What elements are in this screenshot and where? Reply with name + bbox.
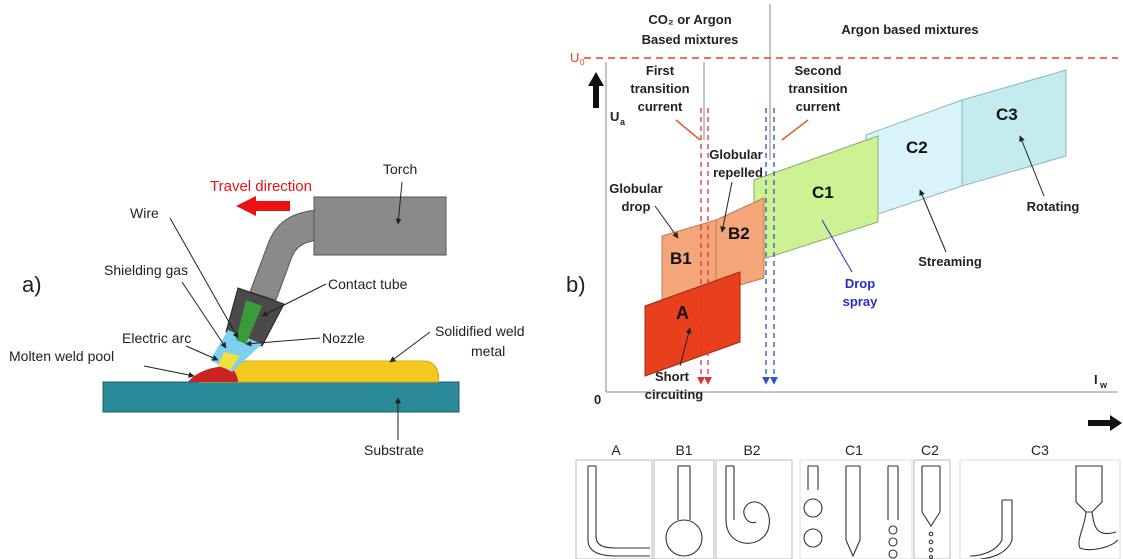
header-left-line2: Based mixtures — [642, 32, 739, 47]
globular-drop-leader — [654, 205, 679, 239]
short-circuit-text-2: circuiting — [645, 387, 704, 402]
region-c2 — [865, 99, 963, 219]
panel-b-label: b) — [566, 272, 586, 297]
first-transition-text-1: First — [646, 63, 675, 78]
first-transition-text-2: transition — [630, 81, 689, 96]
torch-handle — [313, 196, 447, 256]
streaming-text: Streaming — [918, 254, 982, 269]
region-b2-label: B2 — [728, 224, 750, 243]
strip-label-c1: C1 — [845, 442, 863, 458]
strip-frame-c2 — [913, 459, 951, 559]
ua-arrow — [588, 72, 604, 108]
short-circuit-leader — [679, 327, 692, 367]
strip-frame-b2 — [715, 459, 793, 559]
nozzle-label: Nozzle — [322, 330, 365, 346]
strip-frame-c1 — [799, 459, 913, 559]
second-transition-leader — [781, 119, 809, 141]
strip-label-c3: C3 — [1031, 442, 1049, 458]
torch-label: Torch — [383, 161, 417, 177]
contact-tube-label: Contact tube — [328, 276, 408, 292]
substrate — [102, 381, 460, 413]
contact-tube-leader — [261, 283, 327, 317]
u0-label: U — [570, 50, 579, 65]
strip-label-b1: B1 — [675, 442, 692, 458]
rotating-text: Rotating — [1027, 199, 1080, 214]
travel-direction-arrow — [236, 196, 290, 216]
rotating-leader — [1019, 135, 1045, 197]
droplet-sketch-b1 — [665, 465, 703, 557]
globular-repelled-leader — [720, 181, 733, 233]
solidified-leader — [389, 331, 431, 363]
region-c3 — [961, 69, 1067, 187]
electric-arc — [218, 352, 240, 370]
molten-weld-pool-label: Molten weld pool — [9, 348, 114, 364]
electric-arc-label: Electric arc — [122, 330, 191, 346]
ua-sub: a — [620, 117, 626, 127]
strip-label-b2: B2 — [743, 442, 760, 458]
region-c1-label: C1 — [812, 183, 834, 202]
second-transition-text-1: Second — [795, 63, 842, 78]
strip-label-c2: C2 — [921, 442, 939, 458]
region-b1-label: B1 — [670, 249, 692, 268]
globular-repelled-text-2: repelled — [713, 165, 763, 180]
torch-neck — [249, 209, 319, 301]
strip-label-a: A — [611, 442, 621, 458]
header-left-line1: CO₂ or Argon — [648, 12, 731, 27]
solidified-label-line2: metal — [471, 343, 505, 359]
region-a-label: A — [676, 303, 689, 323]
iw-sub: w — [1099, 380, 1108, 390]
streaming-leader — [919, 189, 947, 253]
u0-sub: 0 — [580, 58, 585, 67]
header-right: Argon based mixtures — [841, 22, 978, 37]
region-b2 — [715, 197, 765, 293]
iw-arrow — [1088, 415, 1122, 431]
origin-label: 0 — [594, 392, 601, 407]
shielding-gas-leader — [181, 281, 227, 349]
wire-leader — [169, 217, 239, 339]
droplet-strip: A B1 B2 C1 C2 C3 — [575, 442, 1121, 559]
region-c3-label: C3 — [996, 105, 1018, 124]
travel-direction-label: Travel direction — [210, 178, 312, 195]
short-circuit-text-1: Short — [655, 369, 690, 384]
panel-a: a) Travel direction Torch Wire Shielding… — [9, 161, 525, 458]
strip-frame-c3 — [959, 459, 1121, 559]
droplet-sketch-b2 — [725, 465, 770, 544]
molten-weld-pool-leader — [143, 365, 195, 378]
region-c2-label: C2 — [906, 138, 928, 157]
droplet-sketch-c1 — [803, 465, 899, 559]
substrate-label: Substrate — [364, 442, 424, 458]
drop-spray-text-2: spray — [843, 294, 878, 309]
droplet-sketch-c3 — [969, 465, 1119, 559]
contact-tube — [236, 300, 262, 344]
ua-label: U — [610, 109, 619, 124]
second-transition-text-2: transition — [788, 81, 847, 96]
first-transition-text-3: current — [638, 99, 683, 114]
globular-drop-text-1: Globular — [609, 181, 662, 196]
drop-spray-text-1: Drop — [845, 276, 875, 291]
iw-label: I — [1094, 372, 1098, 387]
second-transition-text-3: current — [796, 99, 841, 114]
molten-weld-pool — [188, 366, 238, 382]
electric-arc-leader — [185, 345, 219, 361]
droplet-sketch-a — [587, 465, 650, 557]
globular-drop-text-2: drop — [622, 199, 651, 214]
first-transition-leader — [675, 119, 701, 141]
solidified-label-line1: Solidified weld — [435, 323, 525, 339]
strip-frame-a — [575, 459, 653, 559]
strip-frame-b1 — [653, 459, 715, 559]
panel-b: b) CO₂ or Argon Based mixtures Argon bas… — [566, 4, 1122, 431]
torch-leader — [395, 181, 403, 225]
wire-label: Wire — [130, 205, 159, 221]
panel-a-label: a) — [22, 272, 42, 297]
droplet-sketch-c2 — [921, 465, 941, 559]
nozzle-leader — [245, 337, 321, 347]
drop-spray-leader — [821, 219, 853, 273]
shielding-gas-label: Shielding gas — [104, 262, 188, 278]
globular-repelled-text-1: Globular — [709, 147, 762, 162]
